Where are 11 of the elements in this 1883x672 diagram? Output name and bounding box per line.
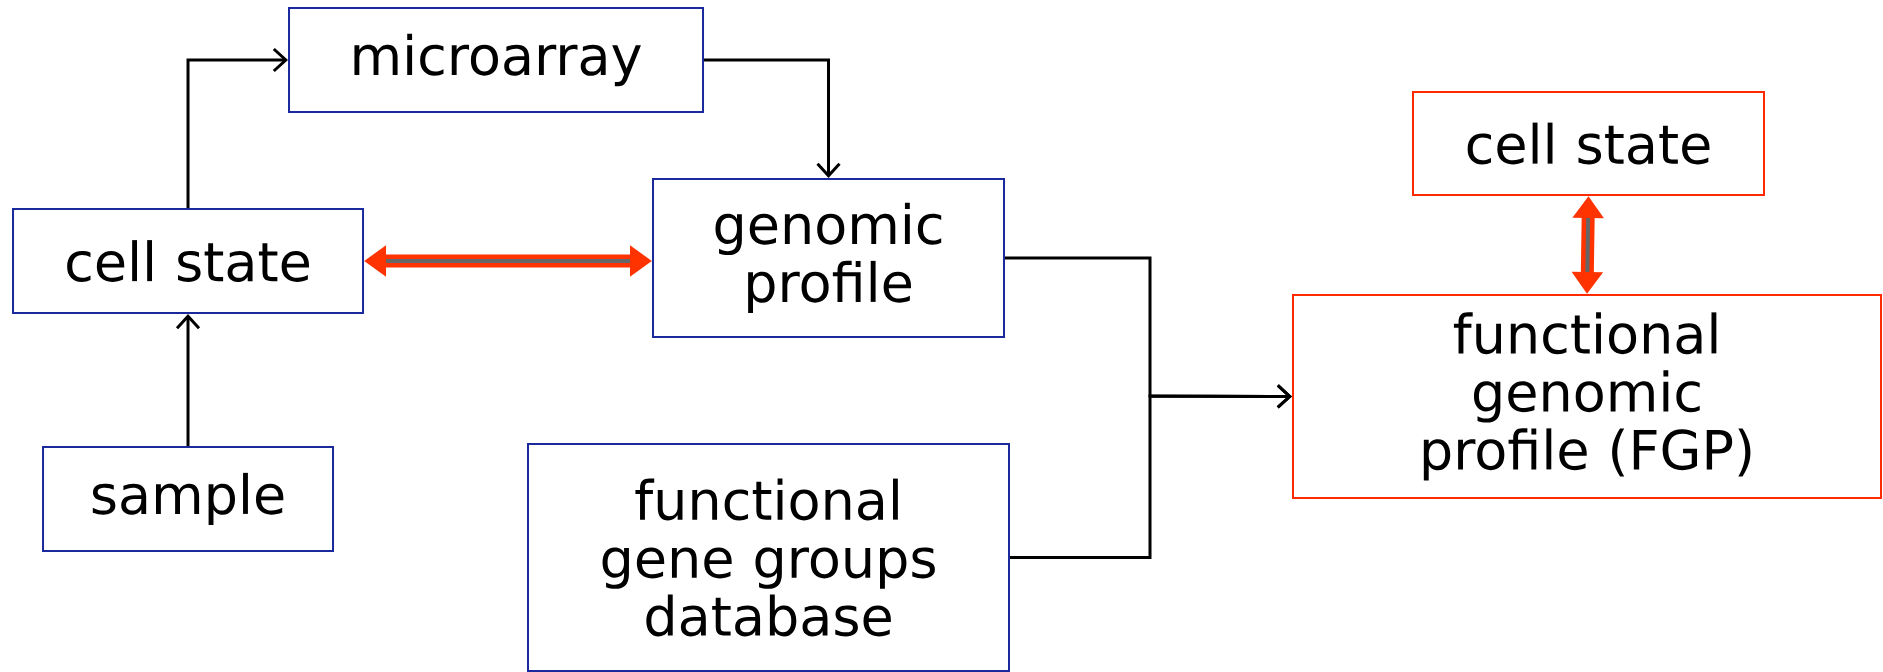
arrow bbox=[704, 58, 841, 178]
process-box: genomic profile bbox=[652, 178, 1005, 338]
process-box: functional gene groups database bbox=[527, 443, 1010, 672]
process-box: sample bbox=[42, 446, 334, 552]
arrow bbox=[175, 314, 201, 446]
process-box: functional genomic profile (FGP) bbox=[1292, 294, 1882, 499]
arrow bbox=[1010, 384, 1292, 559]
arrow bbox=[186, 47, 288, 208]
process-box: cell state bbox=[1412, 91, 1765, 196]
process-box: cell state bbox=[12, 208, 364, 314]
process-box: microarray bbox=[288, 7, 704, 113]
